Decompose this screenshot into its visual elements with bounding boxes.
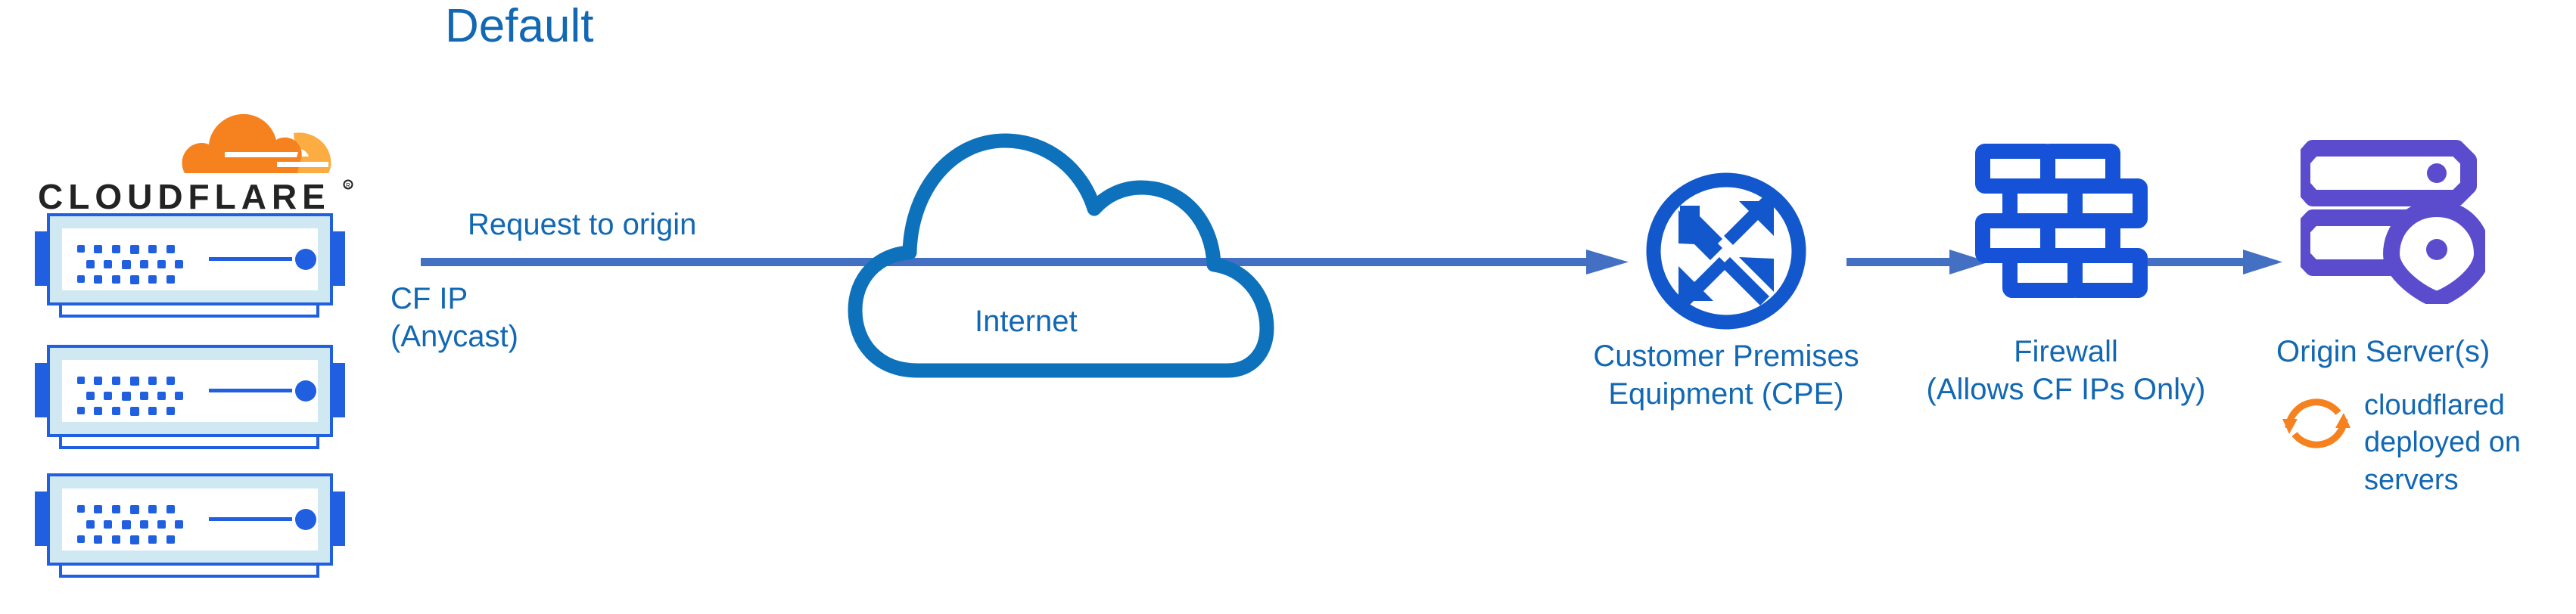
cloudflare-wordmark: CLOUDFLARE: [38, 177, 331, 216]
svg-text:R: R: [346, 182, 350, 189]
node-label-cpe: Customer Premises Equipment (CPE): [1593, 340, 1859, 411]
arrow-cpe-to-firewall: [1846, 247, 1990, 278]
edge-label-request-to-origin: Request to origin: [468, 208, 697, 241]
cloudflare-server-device: [27, 470, 353, 581]
node-label-internet: Internet: [975, 305, 1078, 338]
arrow-firewall-to-origin: [2148, 247, 2284, 278]
annotation-cloudflared-deployed: cloudflared deployed on servers: [2364, 389, 2522, 496]
brick-wall-icon: [1974, 144, 2148, 318]
node-label-origin-server: Origin Server(s): [2276, 335, 2490, 368]
node-label-firewall: Firewall (Allows CF IPs Only): [1926, 335, 2206, 407]
arrow-edge-to-cpe: [421, 247, 1632, 278]
router-icon: [1644, 172, 1809, 330]
cloudflare-server-device: [27, 210, 353, 321]
cloud-icon: [842, 107, 1303, 380]
sync-arrows-icon: [2279, 387, 2354, 460]
label-cf-ip-anycast: CF IP (Anycast): [390, 282, 518, 354]
page-title: Default: [445, 0, 594, 52]
server-rack-location-pin-icon: [2301, 139, 2485, 304]
cloudflare-server-device: [27, 342, 353, 452]
cloudflare-logo: CLOUDFLARE R: [36, 97, 354, 216]
